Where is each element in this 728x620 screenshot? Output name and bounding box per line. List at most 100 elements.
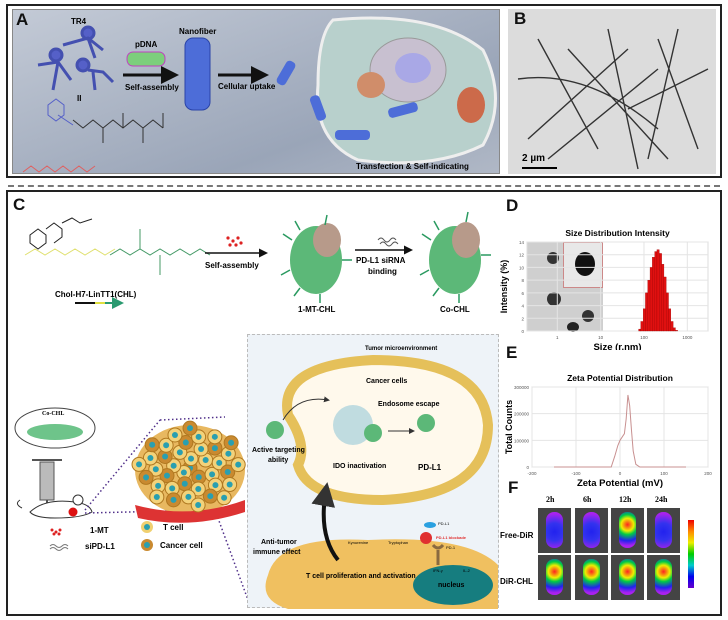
cell-nucleus (155, 482, 162, 489)
panel-a: A TR4 II pDNA Self-assembly Nanofiber Ce… (12, 9, 500, 174)
cell-nucleus (211, 433, 218, 440)
legend-1mt-icon (50, 528, 62, 536)
y-tick-label: 0 (526, 465, 529, 470)
cell-nucleus (216, 459, 223, 466)
ifn-label: IFN-γ (433, 568, 443, 573)
histogram-bar (640, 321, 644, 332)
cell-nucleus (224, 468, 231, 475)
squiggle-sirna (377, 237, 399, 247)
anti-tumor-2: immune effect (253, 549, 301, 556)
mouse-fluorescence-image (575, 555, 608, 600)
zeta-line (554, 394, 686, 468)
mouse-tumor-illustration (14, 407, 249, 601)
cell-nucleus (195, 486, 202, 493)
panel-b-tem-image: B 2 µm (508, 9, 716, 174)
panel-e-letter: E (506, 343, 518, 362)
pdna-helix (126, 51, 166, 67)
anti-tumor-1: Anti-tumor (261, 539, 297, 546)
cell-nucleus (171, 431, 178, 438)
active-targeting-2: ability (268, 457, 289, 464)
nucleus-label: nucleus (438, 582, 465, 589)
histogram-bar (663, 276, 667, 332)
x-tick-label: 1000 (682, 335, 693, 340)
legend-cancer-cell: Cancer cell (160, 541, 203, 550)
histogram-bar (643, 308, 646, 332)
tryptophan-label: Tryptophan (388, 540, 409, 545)
cell-nucleus (226, 481, 233, 488)
x-tick-label: 100 (640, 335, 648, 340)
panel-d-letter: D (506, 196, 519, 215)
top-frame (6, 4, 722, 178)
cell-nucleus (147, 455, 154, 462)
cell-nucleus (235, 461, 242, 468)
y-tick-label: 6 (521, 291, 524, 296)
self-assembly-c-label: Self-assembly (205, 261, 259, 270)
equals-sign: II (77, 94, 82, 103)
x-tick-label: 100 (660, 471, 668, 476)
time-label: 6h (583, 495, 592, 504)
cell-nucleus (202, 457, 209, 464)
y-tick-label: 200000 (514, 412, 530, 417)
y-tick-label: 12 (519, 253, 525, 258)
cell-illustration (316, 16, 497, 165)
legend-tcell-icon (141, 521, 153, 533)
nanofibers (517, 28, 709, 170)
mechanism-illustration (265, 354, 498, 609)
legend-sirna-icon (49, 544, 69, 551)
cell-nucleus (195, 501, 202, 508)
tumor-cells (131, 420, 246, 513)
x-tick-label: 10 (598, 335, 604, 340)
tme-label: Tumor microenvironment (365, 346, 438, 352)
cell-nucleus (228, 439, 235, 446)
self-assembly-label: Self-assembly (125, 83, 179, 92)
cell-nucleus (209, 471, 216, 478)
mouse-fluorescence-image (575, 508, 608, 553)
bottom-frame (6, 190, 722, 616)
sirna-binding-label-1: PD-L1 siRNA (356, 256, 406, 265)
colorbar (688, 520, 694, 588)
np1-label: 1-MT-CHL (298, 305, 336, 314)
active-targeting-1: Active targeting (252, 447, 305, 454)
nanofiber-label: Nanofiber (179, 27, 217, 36)
cell-nucleus (152, 466, 159, 473)
chl-molecule (24, 217, 211, 275)
cell-nucleus (143, 474, 150, 481)
chart-title: Size Distribution Intensity (565, 228, 670, 238)
np2-label: Co-CHL (440, 305, 470, 314)
cell-nucleus (181, 480, 188, 487)
panel-f-letter: F (508, 478, 519, 497)
cloud-label: Co-CHL (42, 411, 65, 417)
y-tick-label: 0 (521, 329, 524, 334)
y-tick-label: 14 (519, 240, 525, 245)
syringe-icon (32, 459, 62, 510)
cell-nucleus (188, 455, 195, 462)
scale-bar-label: 2 µm (522, 153, 545, 164)
pdl1-label: PD-L1 (418, 463, 442, 472)
divider (8, 185, 720, 187)
nanofiber (184, 37, 211, 111)
histogram-bar (666, 292, 669, 332)
mouse-fluorescence-image (538, 555, 571, 600)
pdl1-small-label: PD-L1 (438, 521, 450, 526)
cell-nucleus (182, 439, 189, 446)
y-tick-label: 100000 (514, 438, 530, 443)
cell-nucleus (162, 453, 169, 460)
x-tick-label: 0 (619, 471, 622, 476)
legend-1mt: 1-MT (90, 526, 109, 535)
cell-nucleus (163, 442, 170, 449)
histogram-bar (645, 292, 648, 332)
cancer-cell-membrane (282, 354, 494, 506)
y-axis-label: Total Counts (504, 400, 514, 454)
cell-nucleus (195, 433, 202, 440)
cell-nucleus (170, 462, 177, 469)
cell-nucleus (212, 482, 219, 489)
x-axis-label: Zeta Potential (mV) (577, 478, 663, 489)
ido-label: IDO inactivation (333, 463, 387, 470)
histogram-bar (656, 249, 660, 332)
cell-nucleus (225, 450, 232, 457)
row-label: Free-DiR (500, 531, 534, 540)
histogram-bar (652, 257, 655, 332)
histogram-bar (675, 330, 678, 332)
cell-nucleus (169, 485, 176, 492)
